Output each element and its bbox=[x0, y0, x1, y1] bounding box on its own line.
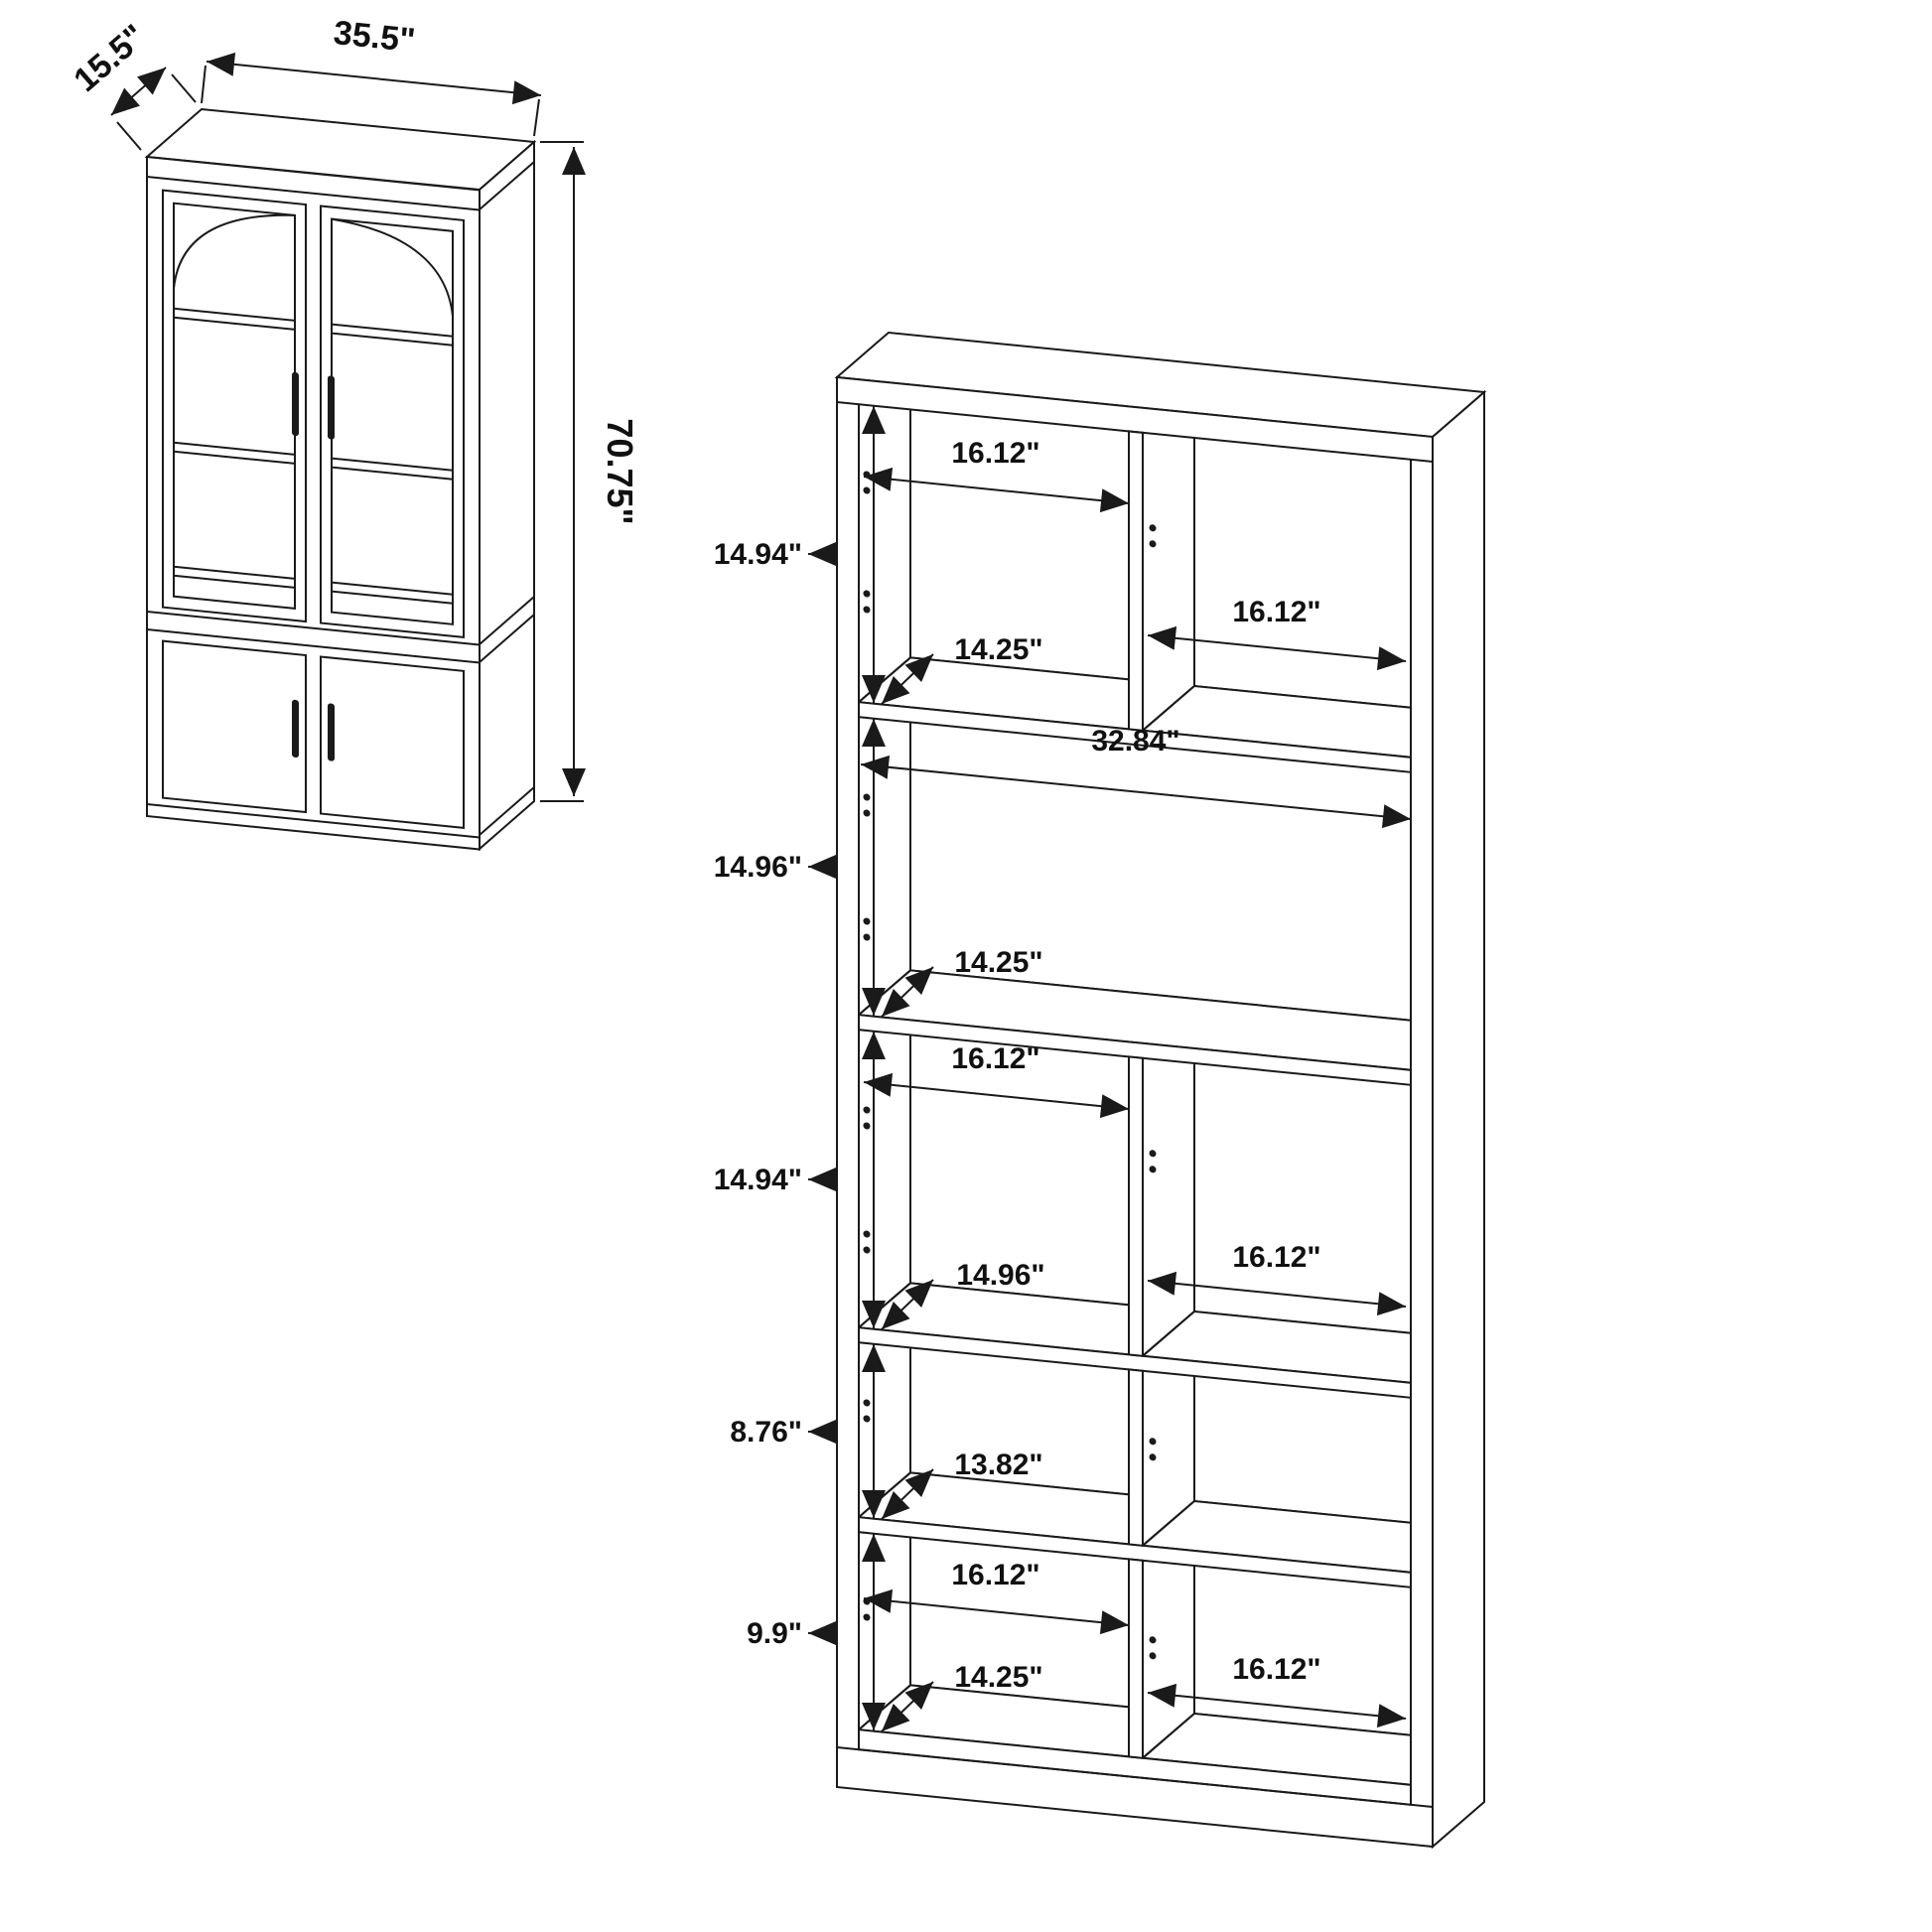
cubby-mid-left-width-label: 16.12" bbox=[951, 1042, 1039, 1075]
dim-shelf3-depth: 14.96" bbox=[881, 1259, 1045, 1330]
arch-mullion-left bbox=[173, 213, 296, 289]
dim-cubby-bottom-left-width: 16.12" bbox=[863, 1559, 1130, 1635]
cubby-bottom-right-width-label: 16.12" bbox=[1232, 1653, 1320, 1686]
dim-cubby-mid-left-width: 16.12" bbox=[863, 1042, 1130, 1119]
dim-sec1-height: 14.94" bbox=[714, 406, 886, 703]
bookcase-open-view: 14.94" 14.96" 14.94" 8.76" 9.9" 16.12" bbox=[714, 331, 1487, 1850]
shelf2-depth-label: 14.25" bbox=[954, 946, 1042, 979]
shelf1-depth-label: 14.25" bbox=[954, 633, 1042, 666]
interior-width-label: 32.84" bbox=[1091, 725, 1179, 758]
dim-cubby-top-right-width: 16.12" bbox=[1147, 596, 1407, 671]
dim-sec4-height: 8.76" bbox=[730, 1344, 886, 1518]
sec1-height-label: 14.94" bbox=[714, 538, 802, 571]
door-handles bbox=[292, 371, 335, 761]
interior-shelf-lines bbox=[174, 307, 453, 605]
dim-cabinet-height: 70.75" bbox=[540, 141, 640, 802]
arch-mullion-right bbox=[331, 217, 454, 317]
lower-door-left bbox=[162, 639, 307, 814]
cabinet-front-face bbox=[146, 155, 481, 851]
sec5-height-label: 9.9" bbox=[747, 1617, 802, 1650]
sec4-height-label: 8.76" bbox=[730, 1416, 802, 1449]
cabinet-height-label: 70.75" bbox=[600, 418, 640, 524]
cubby-bottom-left-width-label: 16.12" bbox=[951, 1559, 1039, 1591]
shelf4-depth-label: 13.82" bbox=[954, 1449, 1042, 1481]
shelf5-depth-label: 14.25" bbox=[954, 1661, 1042, 1694]
glass-door-right bbox=[320, 205, 465, 639]
cubby-mid-right-width-label: 16.12" bbox=[1232, 1241, 1320, 1274]
dim-interior-width: 32.84" bbox=[860, 725, 1412, 829]
shelf3-depth-label: 14.96" bbox=[956, 1259, 1044, 1292]
glass-door-left bbox=[162, 189, 307, 623]
tall-cabinet-view: 35.5" 15.5" 70.75" bbox=[67, 14, 640, 852]
divider-front-edges bbox=[1128, 430, 1144, 1759]
bookcase-side-face bbox=[1432, 389, 1485, 1850]
sec3-height-label: 14.94" bbox=[714, 1164, 802, 1196]
dim-shelf5-depth: 14.25" bbox=[881, 1661, 1043, 1732]
cabinet-width-label: 35.5" bbox=[332, 14, 417, 60]
cubby-top-left-width-label: 16.12" bbox=[951, 437, 1039, 470]
bookcase-front bbox=[836, 375, 1434, 1849]
sec2-height-label: 14.96" bbox=[714, 851, 802, 884]
cabinet-side-face bbox=[479, 139, 535, 852]
dim-cabinet-width: 35.5" bbox=[201, 14, 542, 137]
dim-shelf4-depth: 13.82" bbox=[881, 1449, 1043, 1520]
cubby-top-right-width-label: 16.12" bbox=[1232, 596, 1320, 628]
dim-cubby-bottom-right-width: 16.12" bbox=[1147, 1653, 1407, 1728]
dim-cubby-mid-right-width: 16.12" bbox=[1147, 1241, 1407, 1316]
cubby-mid-right bbox=[1143, 1057, 1411, 1383]
cabinet-depth-label: 15.5" bbox=[67, 17, 153, 99]
dim-shelf2-depth: 14.25" bbox=[881, 946, 1043, 1018]
dim-shelf1-depth: 14.25" bbox=[881, 633, 1043, 705]
lower-door-right bbox=[320, 655, 465, 830]
dim-cubby-top-left-width: 16.12" bbox=[863, 437, 1130, 513]
